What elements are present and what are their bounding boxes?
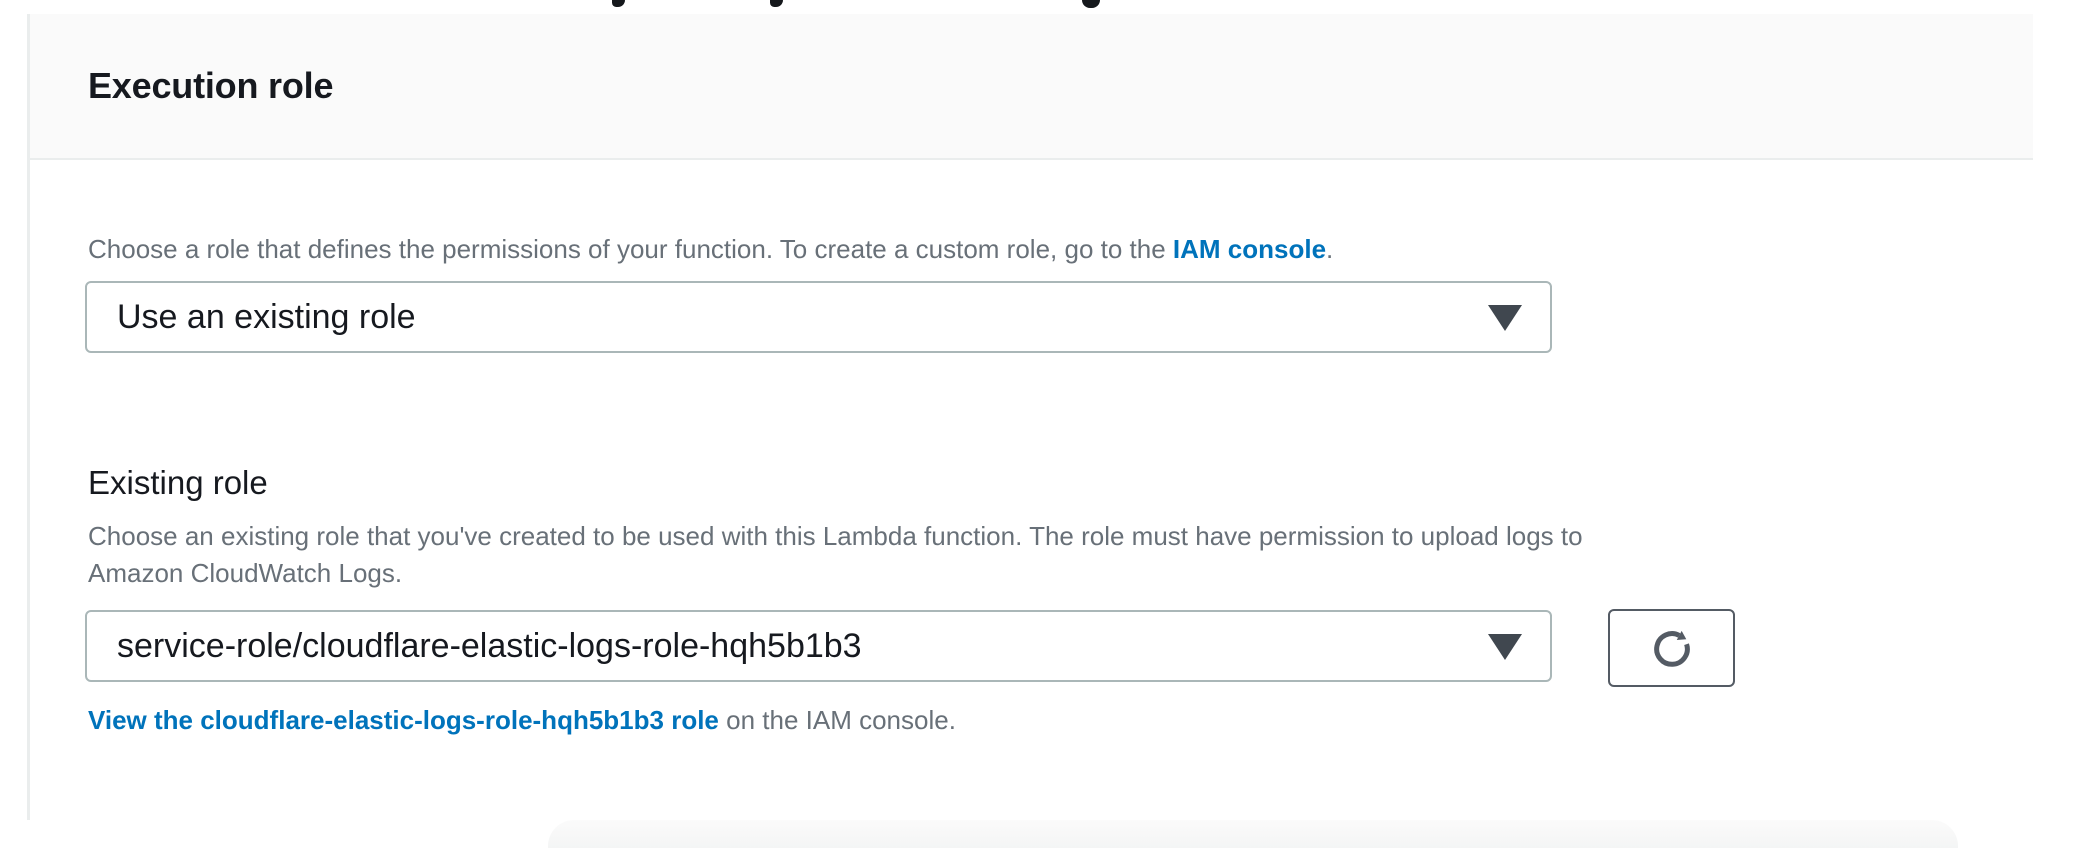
- section-title: Execution role: [88, 65, 334, 106]
- existing-role-description: Choose an existing role that you've crea…: [88, 518, 1583, 592]
- existing-role-select[interactable]: service-role/cloudflare-elastic-logs-rol…: [85, 610, 1552, 682]
- view-role-suffix: on the IAM console.: [718, 705, 956, 735]
- existing-role-select-value: service-role/cloudflare-elastic-logs-rol…: [117, 626, 862, 665]
- caret-down-icon: [1488, 305, 1522, 331]
- view-role-line: View the cloudflare-elastic-logs-role-hq…: [88, 702, 956, 738]
- clipped-text-descender: [1082, 0, 1100, 8]
- clipped-text-descender: [612, 0, 625, 7]
- existing-role-label: Existing role: [88, 464, 268, 501]
- refresh-roles-button[interactable]: [1608, 609, 1735, 687]
- card-left-border: [27, 14, 30, 820]
- existing-role-description-line1: Choose an existing role that you've crea…: [88, 521, 1583, 551]
- role-source-description: Choose a role that defines the permissio…: [88, 232, 1333, 266]
- next-section-top-edge: [548, 820, 1958, 848]
- role-source-description-text: Choose a role that defines the permissio…: [88, 234, 1173, 264]
- role-source-description-period: .: [1326, 234, 1334, 264]
- caret-down-icon: [1488, 634, 1522, 660]
- view-role-link[interactable]: View the cloudflare-elastic-logs-role-hq…: [88, 705, 719, 735]
- role-source-select[interactable]: Use an existing role: [85, 281, 1552, 353]
- role-source-select-value: Use an existing role: [117, 297, 416, 336]
- clipped-text-descender: [770, 0, 783, 7]
- refresh-icon: [1653, 630, 1690, 667]
- execution-role-card-header: Execution role: [30, 14, 2033, 160]
- iam-console-link[interactable]: IAM console: [1172, 234, 1327, 264]
- existing-role-description-line2: Amazon CloudWatch Logs.: [88, 558, 403, 588]
